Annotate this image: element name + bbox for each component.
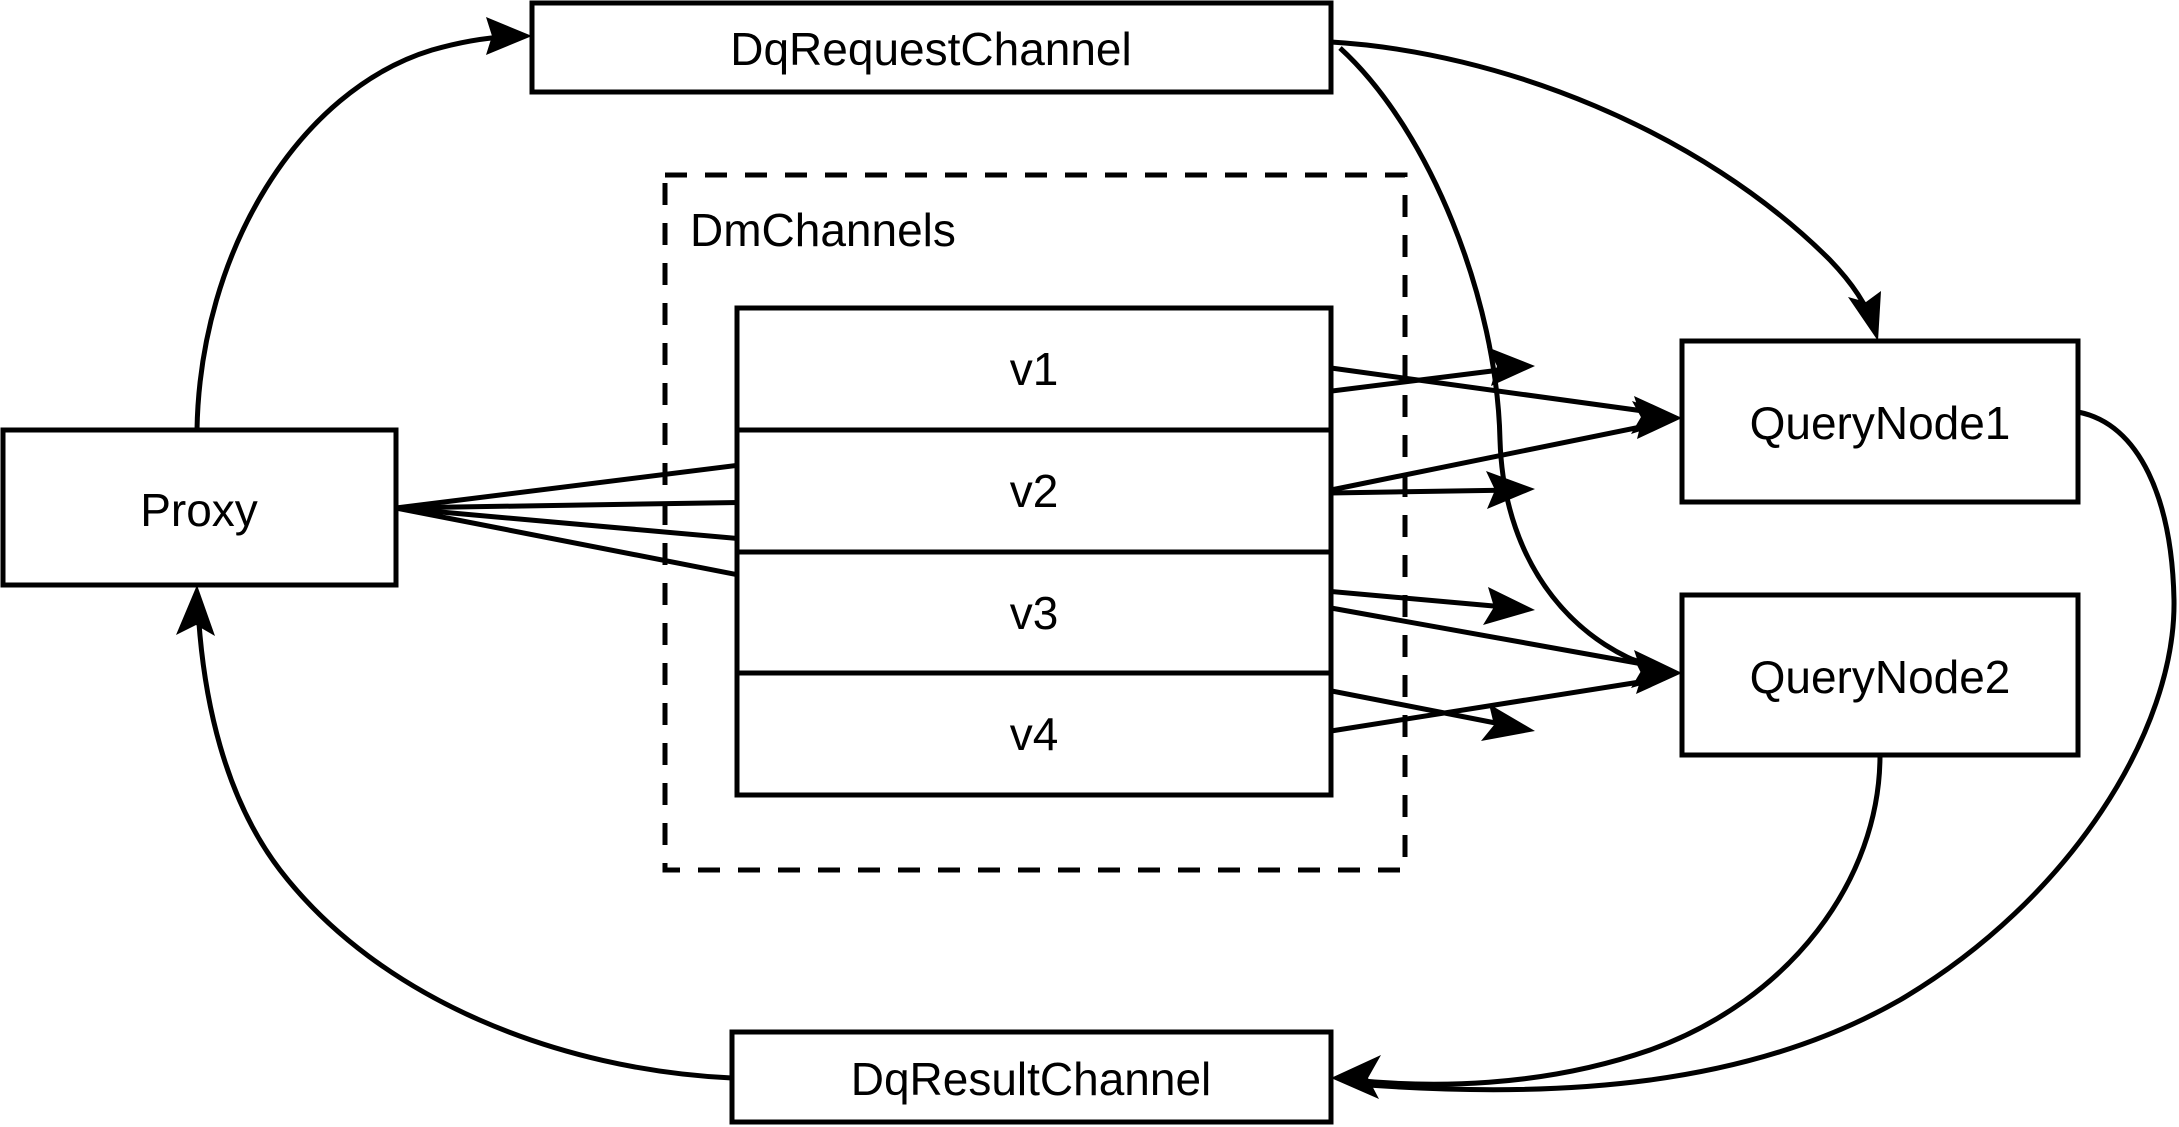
edge-querynode2-to-dqresultchannel bbox=[1331, 754, 1883, 1099]
edge-v4-to-querynode2 bbox=[1330, 657, 1682, 734]
channel-row-v1-label: v1 bbox=[1010, 343, 1059, 395]
channel-table: v1 v2 v3 v4 bbox=[734, 305, 1334, 798]
channel-row-v2[interactable]: v2 bbox=[1010, 465, 1059, 517]
edge-v3-to-querynode2 bbox=[1330, 605, 1682, 688]
channel-row-v4[interactable]: v4 bbox=[1010, 708, 1059, 760]
arrowhead-querynode1-in-lower bbox=[1632, 401, 1682, 439]
arrowhead-v2-in bbox=[1486, 471, 1535, 509]
channel-row-v4-label: v4 bbox=[1010, 708, 1059, 760]
arrowhead-proxy-in bbox=[176, 585, 215, 636]
channel-row-v2-label: v2 bbox=[1010, 465, 1059, 517]
node-dq-result-channel-label: DqResultChannel bbox=[851, 1053, 1212, 1105]
edge-dqrequestchannel-to-querynode2 bbox=[1338, 46, 1669, 675]
dm-channels-group: DmChannels bbox=[662, 172, 1408, 873]
node-query-node-2[interactable]: QueryNode2 bbox=[1679, 592, 2081, 758]
node-dq-request-channel-label: DqRequestChannel bbox=[730, 23, 1132, 75]
dm-channels-group-label: DmChannels bbox=[690, 204, 956, 256]
channel-row-v3[interactable]: v3 bbox=[1010, 587, 1059, 639]
edge-dqresultchannel-to-proxy bbox=[176, 585, 733, 1081]
node-dq-result-channel[interactable]: DqResultChannel bbox=[729, 1029, 1334, 1125]
node-query-node-1[interactable]: QueryNode1 bbox=[1679, 338, 2081, 505]
node-query-node-2-label: QueryNode2 bbox=[1750, 651, 2011, 703]
edge-dqrequestchannel-to-querynode1 bbox=[1330, 39, 1881, 341]
edge-v2-to-querynode1 bbox=[1330, 401, 1682, 493]
node-dq-request-channel[interactable]: DqRequestChannel bbox=[529, 0, 1334, 95]
node-proxy-label: Proxy bbox=[140, 484, 258, 536]
edge-proxy-to-dqrequestchannel bbox=[194, 17, 532, 431]
arrowhead-dqresultchannel-in bbox=[1331, 1055, 1381, 1099]
arrowhead-dqrequestchannel-in bbox=[486, 17, 532, 55]
node-query-node-1-label: QueryNode1 bbox=[1750, 397, 2011, 449]
channel-row-v3-label: v3 bbox=[1010, 587, 1059, 639]
node-proxy[interactable]: Proxy bbox=[0, 427, 399, 588]
arrowhead-querynode2-in-lower bbox=[1633, 657, 1682, 694]
edge-querynode1-to-dqresultchannel bbox=[1354, 409, 2177, 1093]
channel-row-v1[interactable]: v1 bbox=[1010, 343, 1059, 395]
arrowhead-v1-in bbox=[1487, 347, 1535, 386]
arrowhead-v4-in bbox=[1481, 704, 1535, 741]
arrowhead-querynode1-top-in bbox=[1848, 291, 1881, 341]
arrowhead-v3-in bbox=[1483, 587, 1535, 625]
